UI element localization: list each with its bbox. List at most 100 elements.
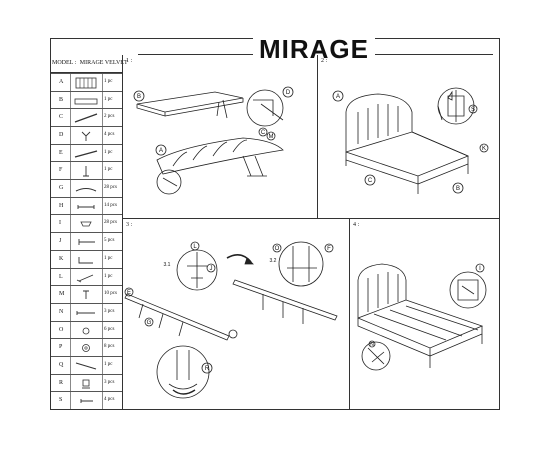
part-divider	[70, 286, 71, 303]
step-number-4: 4 :	[353, 222, 360, 228]
part-quantity: 1 pc	[104, 255, 113, 261]
bottom-steps-divider	[349, 218, 350, 409]
part-divider	[70, 303, 71, 321]
part-divider	[70, 392, 71, 409]
part-letter: O	[59, 326, 64, 333]
step-number-1: 1 :	[126, 58, 133, 64]
part-letter: D	[59, 132, 64, 139]
part-letter: L	[59, 273, 63, 280]
callout-step2-a: A	[336, 94, 340, 100]
part-divider	[102, 91, 103, 109]
part-divider	[102, 321, 103, 339]
long-screw-icon	[76, 310, 95, 315]
part-divider	[70, 109, 71, 127]
part-divider	[70, 162, 71, 180]
screw-icon	[83, 290, 89, 300]
callout-step1-d: D	[286, 90, 291, 96]
part-letter: G	[59, 185, 64, 192]
model-label: MODEL :	[52, 60, 77, 66]
part-divider	[102, 356, 103, 374]
part-divider	[102, 339, 103, 356]
part-letter: S	[59, 397, 63, 404]
part-letter: E	[59, 149, 63, 156]
part-letter: C	[59, 114, 64, 121]
part-divider	[70, 356, 71, 374]
headboard-icon	[75, 77, 97, 89]
step1-diagram: B A D C M	[133, 86, 294, 195]
part-divider	[102, 233, 103, 250]
callout-step2-b: B	[456, 186, 460, 192]
part-letter: R	[59, 379, 64, 386]
part-divider	[70, 215, 71, 233]
washer-icon	[82, 344, 90, 353]
substep-3-2: 3.2	[270, 258, 277, 264]
callout-step3-g: G	[147, 320, 152, 326]
rod-icon	[75, 362, 97, 370]
part-letter: H	[59, 202, 64, 209]
part-divider	[102, 109, 103, 127]
part-quantity: 1 pc	[104, 273, 113, 279]
part-quantity: 28 pcs	[104, 220, 117, 226]
callout-step2-s: S	[471, 107, 475, 113]
part-divider	[102, 197, 103, 215]
support-bar-icon	[83, 166, 89, 177]
callout-step2-k: K	[482, 146, 486, 152]
part-row-r: R 3 pcs	[51, 373, 122, 392]
part-quantity: 6 pcs	[104, 326, 115, 332]
part-divider	[70, 180, 71, 197]
part-row-m: M 10 pcs	[51, 285, 122, 303]
parts-top-rule	[51, 72, 122, 73]
part-letter: I	[59, 220, 61, 227]
step2-diagram: A B C S K	[332, 87, 489, 194]
parts-column-divider	[122, 55, 123, 409]
callout-step3-o: O	[275, 246, 280, 252]
part-divider	[70, 374, 71, 392]
part-divider	[102, 74, 103, 91]
part-divider	[70, 268, 71, 286]
callout-step4-n: N	[370, 342, 374, 348]
callout-step1-c: C	[261, 130, 266, 136]
part-letter: P	[59, 344, 63, 351]
part-divider	[102, 286, 103, 303]
side-rail-icon	[74, 113, 98, 123]
part-row-l: L 1 pc	[51, 267, 122, 286]
part-letter: Q	[59, 361, 64, 368]
part-divider	[102, 250, 103, 268]
small-screw-icon	[80, 399, 93, 404]
part-divider	[70, 91, 71, 109]
part-letter: M	[59, 291, 65, 298]
part-quantity: 5 pcs	[104, 238, 115, 244]
part-divider	[70, 250, 71, 268]
callout-step1-m: M	[269, 134, 274, 140]
horizontal-steps-divider	[122, 218, 499, 219]
page-title: MIRAGE	[253, 34, 375, 65]
step4-diagram: I N	[357, 263, 487, 371]
part-quantity: 4 pcs	[104, 132, 115, 138]
callout-step3-j: J	[210, 266, 213, 272]
part-divider	[70, 339, 71, 356]
part-quantity: 1 pc	[104, 96, 113, 102]
part-divider	[102, 162, 103, 180]
part-row-q: Q 1 pc	[51, 355, 122, 374]
part-quantity: 3 pcs	[104, 379, 115, 385]
part-quantity: 1 pc	[104, 361, 113, 367]
part-divider	[102, 374, 103, 392]
callout-step3-f: F	[327, 246, 331, 252]
part-quantity: 10 pcs	[104, 291, 117, 297]
part-quantity: 4 pcs	[104, 397, 115, 403]
nut-icon	[82, 327, 90, 334]
model-value: MIRAGE VELVET	[79, 60, 128, 66]
footboard-icon	[74, 98, 98, 105]
slat-holder-icon	[77, 204, 95, 209]
